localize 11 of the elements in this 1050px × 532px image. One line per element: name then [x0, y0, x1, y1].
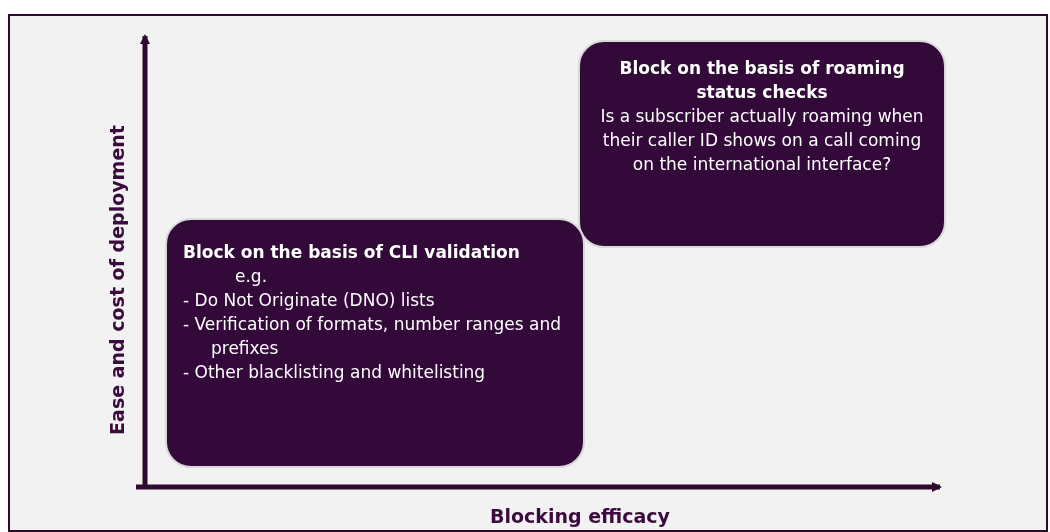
x-axis-title: Blocking efficacy: [490, 505, 670, 527]
list-item: - Verification of formats, number ranges and prefixes: [183, 313, 563, 360]
list-item: - Do Not Originate (DNO) lists: [183, 289, 436, 312]
box-heading: Block on the basis of roaming status checks: [618, 57, 906, 104]
box-text: e.g.: [234, 265, 269, 288]
box-text: Is a subscriber actually roaming when their caller ID shows on a call coming on the international interface?: [599, 105, 925, 176]
y-axis-title: Ease and cost of deployment: [106, 125, 128, 435]
text-box: [578, 40, 946, 248]
box-heading: Block on the basis of CLI validation: [183, 241, 521, 264]
text-box: [165, 218, 585, 468]
list-item: - Other blacklisting and whitelisting: [183, 361, 487, 384]
